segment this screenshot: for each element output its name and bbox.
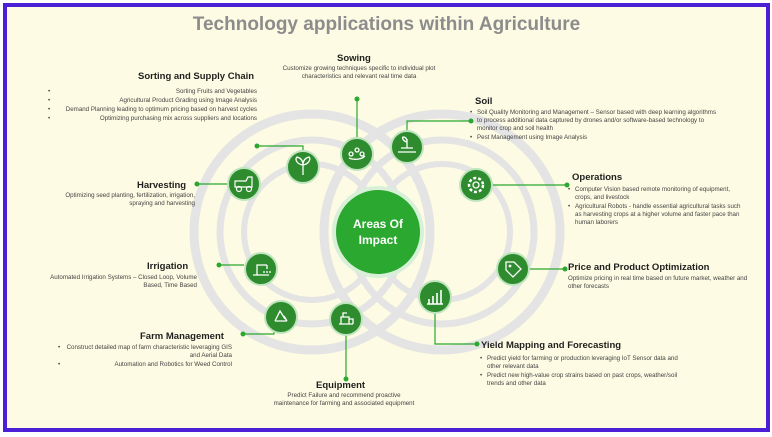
list-item: Demand Planning leading to optimum prici… <box>47 106 257 114</box>
section-price-body: Optimize pricing in real time based on f… <box>568 275 748 290</box>
section-harvesting-body: Optimizing seed planting, fertilization,… <box>65 192 195 207</box>
connector-dot-sorting <box>254 143 260 149</box>
connector-dot-irrigation <box>216 262 222 268</box>
section-yield-list: Predict yield for farming or production … <box>479 355 679 389</box>
hub-circle <box>332 186 424 278</box>
concentric-rings: Areas Of Impact <box>189 96 570 382</box>
list-item: Pest Management using Image Analysis <box>469 134 719 142</box>
icon-nodes <box>227 130 530 336</box>
section-soil-list: Soil Quality Monitoring and Management –… <box>469 109 719 143</box>
gear-icon <box>459 168 493 202</box>
hub-line1: Areas Of <box>353 217 404 231</box>
section-irrigation-body: Automated Irrigation Systems – Closed Lo… <box>50 274 197 289</box>
section-sowing-body: Customize growing techniques specific to… <box>282 65 436 80</box>
list-item: Computer Vision based remote monitoring … <box>567 186 747 202</box>
seed-hand-icon <box>340 137 374 171</box>
hub-line2: Impact <box>359 233 398 247</box>
section-equipment-title: Equipment <box>316 380 366 391</box>
soil-icon <box>390 130 424 164</box>
recycle-icon <box>264 300 298 334</box>
list-item: Agricultural Robots - handle essential a… <box>567 203 747 227</box>
harvester-icon <box>227 167 261 201</box>
list-item: Soil Quality Monitoring and Management –… <box>469 109 719 133</box>
section-farm-list: Construct detailed map of farm character… <box>57 344 232 370</box>
section-farm-title: Farm Management <box>140 331 224 342</box>
list-item: Optimizing purchasing mix across supplie… <box>47 115 257 123</box>
section-sorting-list: Sorting Fruits and Vegetables Agricultur… <box>47 88 257 124</box>
section-operations-title: Operations <box>572 172 623 183</box>
price-tag-icon <box>496 252 530 286</box>
list-item: Construct detailed map of farm character… <box>57 344 232 360</box>
connector-dot-farm <box>240 331 246 337</box>
section-sowing-title: Sowing <box>337 53 371 64</box>
section-soil-title: Soil <box>475 96 493 107</box>
sprout-icon <box>286 150 320 184</box>
list-item: Sorting Fruits and Vegetables <box>47 88 257 96</box>
ring-left-outer <box>189 109 435 355</box>
connector-dot-price <box>562 266 568 272</box>
section-harvesting-title: Harvesting <box>137 180 187 191</box>
section-price-title: Price and Product Optimization <box>568 262 710 273</box>
connector-dot-harvesting <box>194 181 200 187</box>
page-title: Technology applications within Agricultu… <box>192 14 581 35</box>
connector-dot-equipment <box>343 376 349 382</box>
equipment-icon <box>329 302 363 336</box>
yield-chart-icon <box>418 280 452 314</box>
section-irrigation-title: Irrigation <box>147 261 189 272</box>
list-item: Predict new high-value crop strains base… <box>479 372 679 388</box>
ring-right-outer <box>319 109 565 355</box>
section-yield-title: Yield Mapping and Forecasting <box>481 340 622 351</box>
section-equipment-body: Predict Failure and recommend proactive … <box>273 392 415 407</box>
irrigation-icon <box>244 252 278 286</box>
section-operations-list: Computer Vision based remote monitoring … <box>567 186 747 228</box>
list-item: Automation and Robotics for Weed Control <box>57 361 232 369</box>
section-sorting-title: Sorting and Supply Chain <box>138 71 255 82</box>
list-item: Predict yield for farming or production … <box>479 355 679 371</box>
list-item: Agricultural Product Grading using Image… <box>47 97 257 105</box>
infographic-frame: Technology applications within Agricultu… <box>3 3 770 432</box>
connector-dot-sowing <box>354 96 360 102</box>
connector-dot-yield <box>474 341 480 347</box>
